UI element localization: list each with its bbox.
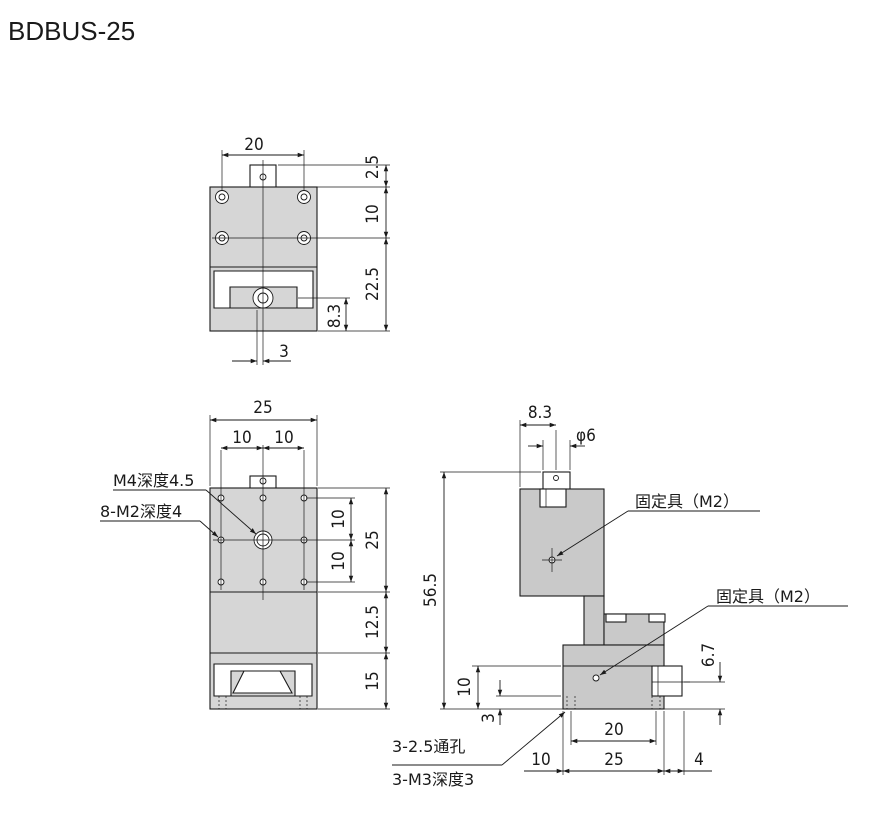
side-clamp-screw-lower (592, 674, 600, 682)
label-m2-holes: 8-M2深度4 (100, 502, 182, 521)
side-dim-offset: 8.3 (528, 403, 552, 423)
top-dim-middle: 22.5 (363, 267, 383, 301)
side-knob (542, 471, 571, 491)
top-view: 20 2.5 10 22.5 8.3 3 (209, 135, 390, 365)
page-title: BDBUS-25 (8, 16, 135, 46)
side-dim-hole-pitch: 20 (604, 720, 623, 740)
front-dim-span: 25 (363, 530, 383, 549)
front-dim-width: 25 (253, 398, 272, 418)
top-dim-top: 2.5 (363, 155, 383, 179)
side-column (583, 595, 605, 646)
front-dovetail (232, 670, 293, 694)
front-view: 25 10 10 10 10 25 12.5 15 M4深度4.5 8-M2深度… (100, 398, 390, 710)
front-dim-vpitch-2: 10 (329, 551, 349, 570)
side-dim-base-height: 10 (455, 677, 475, 696)
label-through-holes: 3-2.5通孔 (392, 737, 465, 756)
label-clamp-lower: 固定具（M2） (716, 587, 820, 606)
front-dim-mid: 12.5 (363, 605, 383, 639)
top-dim-width: 20 (244, 135, 263, 155)
top-body (209, 186, 318, 332)
side-dim-left-offset: 10 (531, 750, 550, 770)
front-dim-vpitch-1: 10 (329, 509, 349, 528)
side-dim-knob-dia: φ6 (576, 426, 596, 446)
side-dim-base-width: 25 (604, 750, 623, 770)
side-lock-knob (651, 665, 683, 697)
top-dim-offset: 3 (279, 342, 289, 362)
front-dim-pitch-left: 10 (232, 428, 251, 448)
side-dim-knob-height: 6.7 (699, 643, 719, 667)
label-m4-hole: M4深度4.5 (113, 471, 194, 490)
side-dim-hole-height: 3 (479, 713, 499, 723)
side-dim-height: 56.5 (421, 573, 441, 607)
front-dim-bottom: 15 (363, 671, 383, 690)
side-view: 8.3 φ6 56.5 10 3 6.7 20 25 10 4 固定具（M2） … (392, 403, 848, 789)
top-dim-pitch: 10 (363, 204, 383, 223)
top-dim-bottom: 8.3 (325, 304, 345, 328)
label-tapped-holes: 3-M3深度3 (392, 770, 474, 789)
side-dim-right-offset: 4 (694, 750, 704, 770)
label-clamp-upper: 固定具（M2） (635, 492, 739, 511)
front-dim-pitch-right: 10 (274, 428, 293, 448)
side-base (562, 644, 665, 710)
